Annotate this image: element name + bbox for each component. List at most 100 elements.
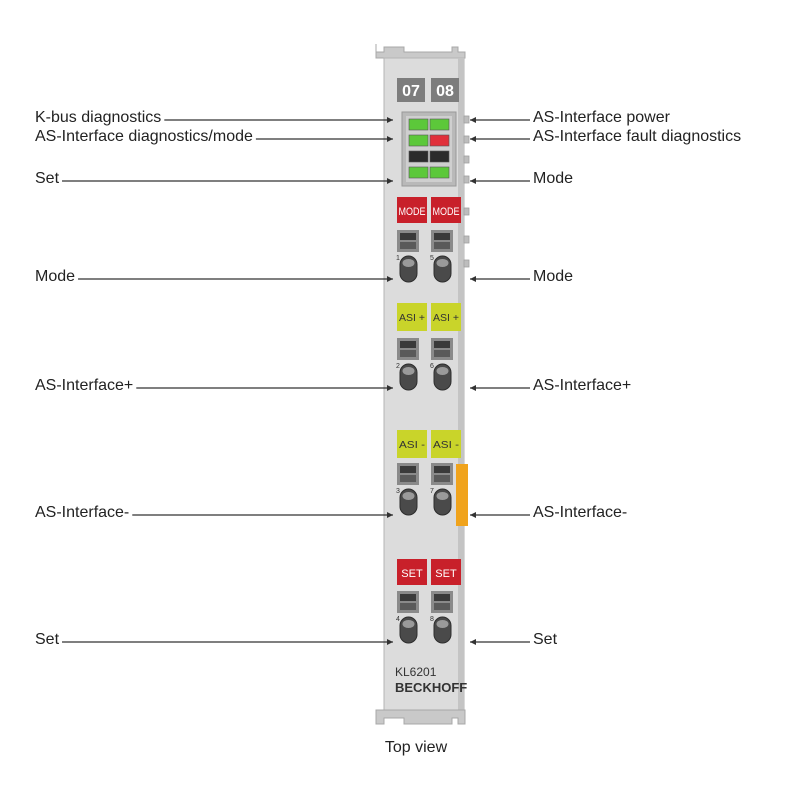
asi-minus-tag-right-label: ASI -: [433, 440, 459, 451]
asi-minus-tag-left: [397, 430, 427, 458]
contact-number: 8: [430, 616, 434, 623]
contact-opening-lower: [434, 603, 450, 610]
contact-opening-inner: [434, 233, 450, 240]
spring-release-highlight: [402, 492, 415, 500]
label-left: Set: [35, 170, 60, 187]
led-row4-right: [429, 166, 450, 179]
contact-opening-lower: [400, 242, 416, 249]
slot-number-left: 07: [402, 83, 420, 100]
callout-arrowhead: [387, 639, 393, 645]
mode-tag-right: [431, 197, 461, 223]
asi-plus-tag-left: [397, 303, 427, 331]
callout-arrowhead: [470, 178, 476, 184]
asi-plus-tag-right-label: ASI +: [433, 313, 459, 324]
spring-release-highlight: [436, 620, 449, 628]
contact-number: 2: [396, 363, 400, 370]
label-right: Mode: [533, 170, 573, 187]
k-bus-led: [408, 118, 429, 131]
mode-led: [429, 150, 450, 163]
label-left: AS-Interface+: [35, 377, 133, 394]
callout-arrowhead: [387, 178, 393, 184]
slot-number-right: 08: [436, 83, 454, 100]
bottom-clip: [375, 709, 466, 725]
callout-arrowhead: [387, 136, 393, 142]
asi-fault-led: [429, 134, 450, 147]
led-row4-left: [408, 166, 429, 179]
callout-arrowhead: [387, 276, 393, 282]
contact-number: 6: [430, 363, 434, 370]
callout-arrowhead: [470, 385, 476, 391]
body-edge-shade: [458, 58, 464, 710]
contact-opening-inner: [400, 341, 416, 348]
asi-plus-tag-right: [431, 303, 461, 331]
callout-arrowhead: [470, 639, 476, 645]
callout-arrowhead: [470, 117, 476, 123]
contact-number: 4: [396, 616, 400, 623]
contact-number: 5: [430, 255, 434, 262]
label-right: AS-Interface-: [533, 504, 627, 521]
contact-opening-lower: [434, 242, 450, 249]
asi-power-led: [429, 118, 450, 131]
label-right: Set: [533, 631, 558, 648]
mode-tag-right-label: MODE: [433, 206, 460, 218]
label-right: AS-Interface+: [533, 377, 631, 394]
spring-release-highlight: [436, 492, 449, 500]
callout-arrowhead: [387, 117, 393, 123]
accent-strip: [456, 464, 468, 526]
label-left: Set: [35, 631, 60, 648]
mode-tag-left-label: MODE: [399, 206, 426, 218]
spring-release-highlight: [402, 367, 415, 375]
led-group: [408, 118, 450, 179]
contact-opening-lower: [400, 475, 416, 482]
slot-number-box-left: [397, 78, 425, 102]
set-tag-right: [431, 559, 461, 585]
top-clip: [375, 44, 466, 59]
label-left: K-bus diagnostics: [35, 109, 161, 126]
set-led: [408, 150, 429, 163]
spring-release-highlight: [402, 259, 415, 267]
set-tag-left: [397, 559, 427, 585]
contact-opening-inner: [434, 594, 450, 601]
brand-label: BECKHOFF: [395, 680, 467, 695]
slot-number-box-right: [431, 78, 459, 102]
contact-opening-inner: [400, 233, 416, 240]
model-label: KL6201: [395, 665, 437, 679]
label-right: AS-Interface power: [533, 109, 671, 126]
contact-opening-lower: [434, 475, 450, 482]
label-left: AS-Interface-: [35, 504, 129, 521]
asi-minus-tag-left-label: ASI -: [399, 440, 425, 451]
contact-group: 1 5 2 6 3 7 4 8: [396, 230, 453, 644]
side-contacts: [463, 115, 470, 268]
asi-minus-tag-right: [431, 430, 461, 458]
mode-tag-left: [397, 197, 427, 223]
callout-arrowhead: [470, 512, 476, 518]
spring-release-highlight: [436, 259, 449, 267]
asi-diag-led: [408, 134, 429, 147]
set-tag-right-label: SET: [435, 568, 457, 580]
set-tag-left-label: SET: [401, 568, 423, 580]
contact-number: 3: [396, 488, 400, 495]
label-right: Mode: [533, 268, 573, 285]
contact-opening-inner: [434, 341, 450, 348]
contact-opening-inner: [434, 466, 450, 473]
callout-arrowhead: [387, 512, 393, 518]
label-right: AS-Interface fault diagnostics: [533, 128, 741, 145]
spring-release-highlight: [436, 367, 449, 375]
contact-opening-inner: [400, 466, 416, 473]
contact-number: 1: [396, 255, 400, 262]
contact-opening-lower: [400, 603, 416, 610]
callout-arrowhead: [470, 276, 476, 282]
label-left: Mode: [35, 268, 75, 285]
asi-plus-tag-left-label: ASI +: [399, 313, 425, 324]
contact-opening-inner: [400, 594, 416, 601]
contact-opening-lower: [400, 350, 416, 357]
label-left: AS-Interface diagnostics/mode: [35, 128, 253, 145]
caption: Top view: [385, 739, 448, 756]
callout-arrowhead: [387, 385, 393, 391]
contact-number: 7: [430, 488, 434, 495]
contact-opening-lower: [434, 350, 450, 357]
spring-release-highlight: [402, 620, 415, 628]
callout-arrowhead: [470, 136, 476, 142]
